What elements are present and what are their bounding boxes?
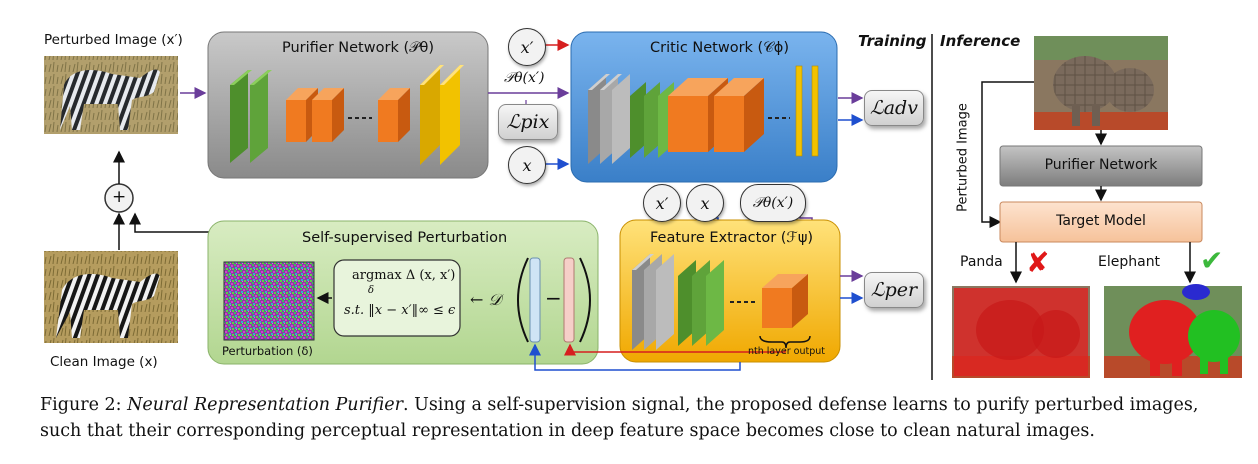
clean-image-label: Clean Image (x) bbox=[50, 354, 158, 370]
elephant-segmentation-image bbox=[1104, 284, 1242, 378]
loss-per: ℒper bbox=[864, 272, 924, 308]
perturbed-image-label: Perturbed Image (x′) bbox=[44, 32, 183, 48]
perturbation-noise bbox=[223, 261, 315, 341]
clean-feature-bar bbox=[529, 257, 541, 343]
p-theta-input-feature: 𝒫θ(x′) bbox=[740, 184, 806, 222]
clean-image bbox=[44, 251, 178, 343]
loss-adv: ℒadv bbox=[864, 90, 924, 126]
argmax-line-1: argmax Δ (x, x′) bbox=[352, 268, 456, 283]
caption-prefix: Figure 2: bbox=[40, 395, 122, 415]
d-operator: ← 𝒟 bbox=[470, 290, 502, 309]
critic-network-title: Critic Network (𝒞ϕ) bbox=[650, 40, 790, 56]
inference-label: Inference bbox=[940, 32, 1021, 50]
x-input-feature: x bbox=[686, 184, 724, 222]
caption-text: . Using a self-supervision signal, the p… bbox=[40, 395, 1199, 441]
argmax-line-2: δ bbox=[368, 285, 375, 296]
correct-mark-icon: ✔ bbox=[1200, 244, 1224, 277]
purifier-network-title: Purifier Network (𝒫θ) bbox=[282, 40, 435, 56]
purifier-layers bbox=[230, 65, 464, 165]
inference-elephant-image bbox=[1034, 36, 1168, 130]
perturbation-label: Perturbation (δ) bbox=[222, 344, 313, 358]
panda-label: Panda bbox=[960, 254, 1003, 270]
inference-purifier-label: Purifier Network bbox=[1044, 157, 1158, 173]
perturbed-image bbox=[44, 56, 178, 134]
plus-symbol: + bbox=[112, 187, 127, 207]
wrong-mark-icon: ✘ bbox=[1026, 246, 1050, 279]
purifier-network-box bbox=[207, 31, 489, 179]
argmax-box bbox=[333, 259, 461, 337]
panda-segmentation-image bbox=[952, 286, 1090, 378]
argmax-line-3: s.t. ‖x − x′‖∞ ≤ ϵ bbox=[344, 303, 456, 318]
elephant-label: Elephant bbox=[1098, 254, 1161, 270]
nth-layer-label: nth layer output bbox=[748, 346, 825, 357]
figure-caption: Figure 2: Neural Representation Purifier… bbox=[40, 392, 1230, 444]
training-label: Training bbox=[858, 32, 927, 50]
caption-title: Neural Representation Purifier bbox=[127, 395, 403, 415]
feature-extractor-layers bbox=[632, 254, 811, 350]
feature-extractor-title: Feature Extractor (ℱψ) bbox=[650, 230, 814, 246]
p-theta-label: 𝒫θ(x′) bbox=[504, 70, 545, 86]
diagram-canvas bbox=[44, 31, 1242, 380]
loss-pix: ℒpix bbox=[498, 104, 558, 140]
perturbed-image-vertical-label: Perturbed Image bbox=[955, 103, 971, 212]
perturbed-feature-bar bbox=[563, 257, 575, 343]
target-model-label: Target Model bbox=[1056, 213, 1146, 229]
self-supervised-title: Self-supervised Perturbation bbox=[302, 230, 508, 246]
x-input-critic: x bbox=[508, 146, 546, 184]
minus-operator: − bbox=[545, 286, 562, 310]
target-model-box bbox=[999, 201, 1203, 243]
critic-layers bbox=[588, 65, 819, 164]
x-prime-input-critic: x′ bbox=[508, 28, 546, 66]
x-prime-input-feature: x′ bbox=[643, 184, 681, 222]
